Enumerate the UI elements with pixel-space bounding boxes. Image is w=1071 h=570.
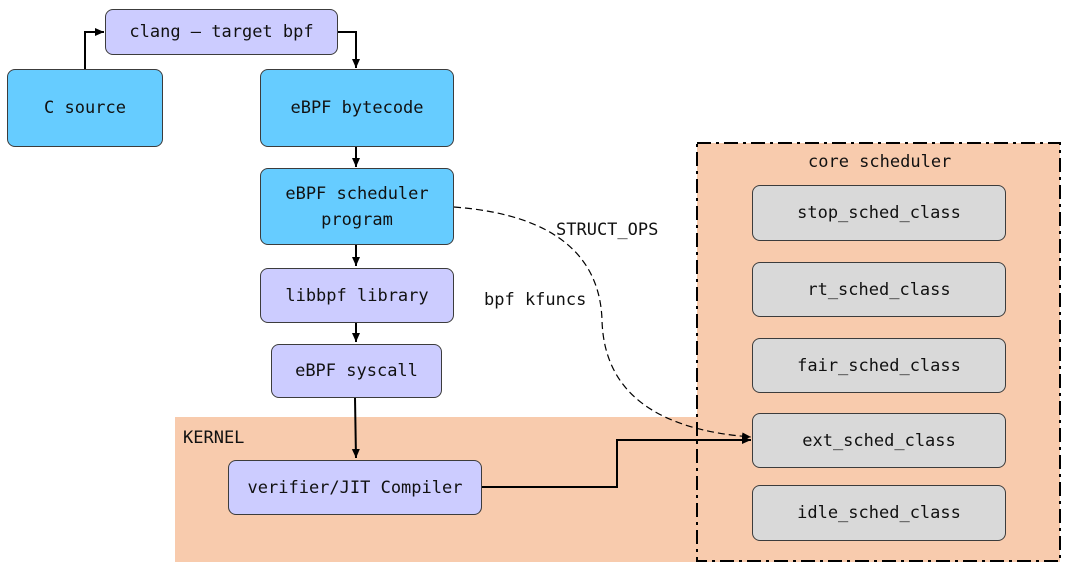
sched-class-rt: rt_sched_class [752,262,1006,317]
ebpf-syscall-node: eBPF syscall [271,344,442,398]
clang-node: clang – target bpf [105,9,338,55]
ebpf-scheduler-program-node: eBPF scheduler program [260,168,454,245]
edge-csource-clang [84,28,104,69]
libbpf-library-node: libbpf library [260,268,454,323]
sched-class-fair: fair_sched_class [752,338,1006,393]
scheduler-program-line1: eBPF scheduler [285,183,429,204]
bpf-kfuncs-label: bpf kfuncs [484,290,587,310]
edge-struct-ops [453,206,752,441]
core-scheduler-border [696,142,1061,562]
verifier-jit-compiler-node: verifier/JIT Compiler [228,460,482,515]
kernel-label: KERNEL [183,428,245,448]
edge-verifier-ext [482,436,751,488]
edge-clang-bytecode [338,31,360,68]
ebpf-bytecode-node: eBPF bytecode [260,69,454,147]
scheduler-program-line2: program [321,209,393,230]
sched-class-ext: ext_sched_class [752,413,1006,468]
c-source-node: C source [7,69,163,147]
edge-syscall-verifier [351,397,360,459]
struct-ops-label: STRUCT_OPS [556,220,659,240]
sched-class-stop: stop_sched_class [752,185,1006,241]
sched-class-idle: idle_sched_class [752,485,1006,541]
core-scheduler-title: core scheduler [808,152,952,172]
